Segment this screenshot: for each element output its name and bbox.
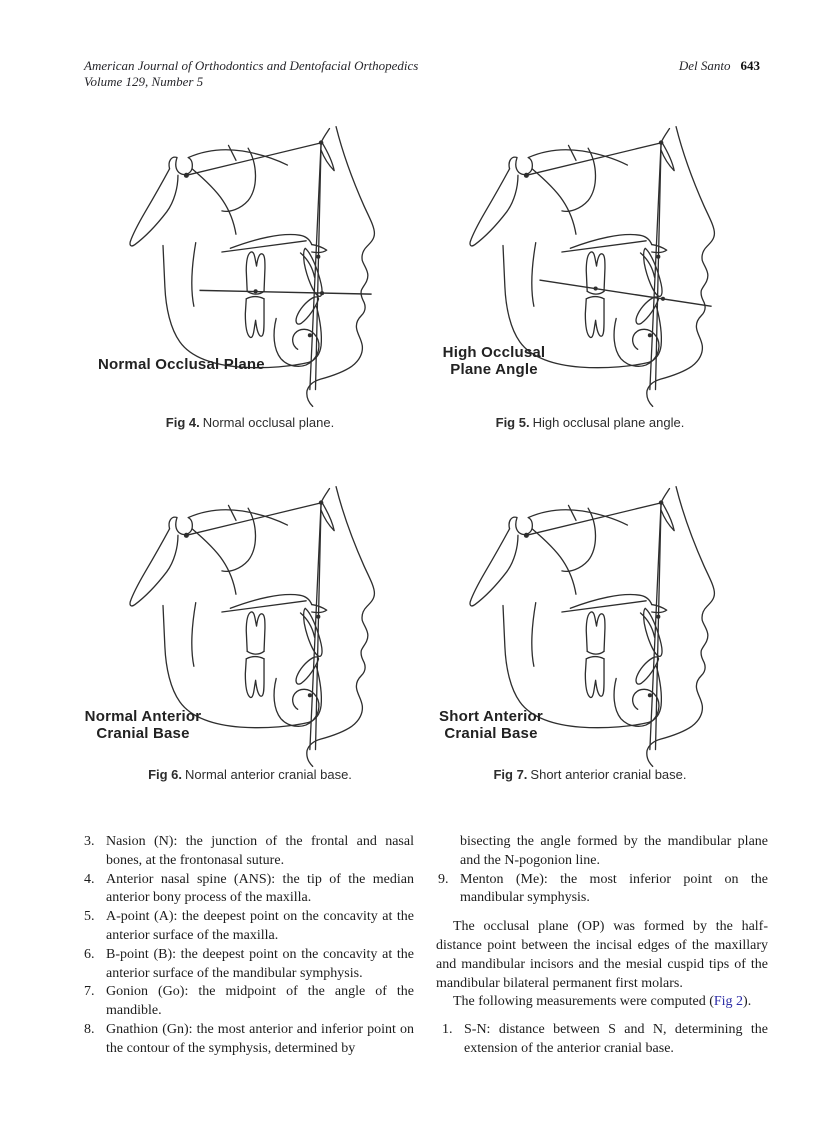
fig2-link[interactable]: Fig 2	[713, 994, 744, 1010]
figure-6-caption-label: Fig 6.	[148, 767, 183, 782]
figure-5-inner-label: High Occlusal Plane Angle	[442, 344, 546, 378]
figure-5-caption: Fig 5.High occlusal plane angle.	[495, 415, 685, 430]
figure-6-inner-label: Normal Anterior Cranial Base	[84, 708, 202, 742]
definition-item-4: 4.Anterior nasal spine (ANS): the tip of…	[84, 871, 414, 906]
cephalometric-tracing-high-occlusal-plane	[420, 122, 760, 412]
figure-5-caption-label: Fig 5.	[495, 415, 530, 430]
figure-4-inner-label: Normal Occlusal Plane	[98, 356, 265, 373]
journal-title: American Journal of Orthodontics and Den…	[84, 58, 419, 73]
figure-6-caption: Fig 6.Normal anterior cranial base.	[148, 767, 352, 782]
figure-7-caption-label: Fig 7.	[493, 767, 528, 782]
author-name: Del Santo	[678, 58, 731, 73]
figure-4-caption-label: Fig 4.	[165, 415, 200, 430]
measurement-item-1: 1.S-N: distance between S and N, determi…	[442, 1022, 768, 1056]
figure-4-caption: Fig 4.Normal occlusal plane.	[165, 415, 335, 430]
text-column-right: bisecting the angle formed by the mandib…	[436, 833, 768, 1059]
figure-7: Short Anterior Cranial Base	[420, 482, 760, 772]
journal-volume: Volume 129, Number 5	[84, 74, 204, 89]
figure-7-inner-label: Short Anterior Cranial Base	[439, 708, 543, 742]
definition-item-8-continuation: bisecting the angle formed by the mandib…	[460, 834, 768, 868]
journal-header: American Journal of Orthodontics and Den…	[84, 58, 418, 90]
definition-item-7: 7.Gonion (Go): the midpoint of the angle…	[84, 984, 414, 1019]
figure-6: Normal Anterior Cranial Base	[80, 482, 420, 772]
text-column-left: 3.Nasion (N): the junction of the fronta…	[82, 833, 414, 1059]
figure-5: High Occlusal Plane Angle	[420, 122, 760, 412]
definition-item-8: 8.Gnathion (Gn): the most anterior and i…	[84, 1021, 414, 1056]
running-head: Del Santo 643	[679, 58, 760, 74]
occlusal-plane-paragraph: The occlusal plane (OP) was formed by th…	[436, 919, 768, 991]
definition-item-9: 9.Menton (Me): the most inferior point o…	[438, 871, 768, 906]
figure-7-caption: Fig 7.Short anterior cranial base.	[493, 767, 687, 782]
cephalometric-tracing-normal-occlusal-plane	[80, 122, 420, 412]
definition-item-3: 3.Nasion (N): the junction of the fronta…	[84, 834, 414, 868]
definition-item-5: 5.A-point (A): the deepest point on the …	[84, 909, 414, 943]
measurements-paragraph: The following measurements were computed…	[453, 994, 752, 1010]
definition-item-6: 6.B-point (B): the deepest point on the …	[84, 946, 414, 981]
figure-4: Normal Occlusal Plane	[80, 122, 420, 412]
page-number: 643	[740, 58, 761, 73]
